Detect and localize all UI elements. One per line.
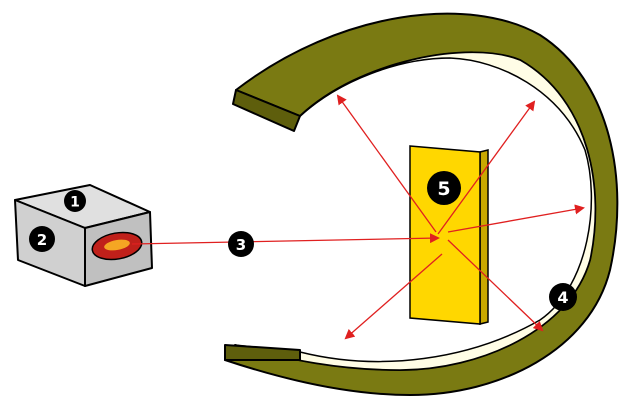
incident-ray	[131, 233, 440, 245]
screen-end-top	[232, 89, 301, 132]
screen-end-bottom	[224, 344, 301, 361]
ray-down-left	[344, 253, 443, 340]
marker-2-label: 2	[37, 231, 47, 249]
marker-5: 5	[427, 171, 461, 205]
marker-5-label: 5	[437, 178, 450, 200]
gold-foil-side	[479, 149, 489, 325]
marker-4: 4	[549, 283, 577, 311]
marker-3-label: 3	[236, 236, 246, 254]
ray-undeflected	[447, 204, 585, 233]
marker-1: 1	[64, 190, 86, 212]
source-opening-core	[104, 239, 130, 251]
marker-3: 3	[228, 231, 254, 257]
marker-4-label: 4	[557, 288, 568, 307]
detector-screen	[224, 12, 619, 396]
marker-2: 2	[29, 226, 55, 252]
marker-1-label: 1	[70, 195, 80, 211]
ray-up-right	[437, 100, 536, 235]
alpha-rays	[131, 94, 585, 340]
ray-down-right	[447, 239, 544, 332]
ray-up-left	[336, 94, 437, 233]
